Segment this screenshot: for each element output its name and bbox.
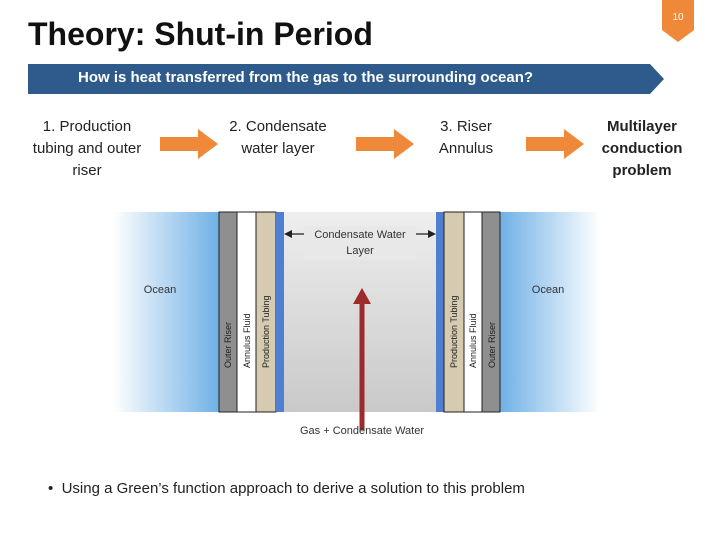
step-4-label: Multilayer conduction problem xyxy=(601,118,683,179)
layer-label-right: Annulus Fluid xyxy=(468,313,478,368)
right-arrow-icon xyxy=(356,128,414,160)
question-banner: How is heat transferred from the gas to … xyxy=(28,64,664,94)
banner-question: How is heat transferred from the gas to … xyxy=(78,69,534,86)
page-number-badge: 10 xyxy=(662,0,694,42)
annulus-fluid-left xyxy=(236,211,257,413)
arrow-left-icon xyxy=(284,230,292,238)
annulus-fluid-right xyxy=(463,211,483,413)
bullet-item: • Using a Green’s function approach to d… xyxy=(48,480,525,497)
outer-riser-left xyxy=(218,211,238,413)
outer-riser-right xyxy=(481,211,501,413)
condensate-layer-label: Condensate Water Layer xyxy=(314,229,406,257)
layer-label-left: Annulus Fluid xyxy=(242,313,252,368)
bullet-text: Using a Green’s function approach to der… xyxy=(61,480,525,497)
step-2-label: 2. Condensate water layer xyxy=(229,118,327,157)
condensate-film-right xyxy=(436,212,444,412)
condensate-film-left xyxy=(276,212,284,412)
layer-label-right: Outer Riser xyxy=(487,322,497,368)
layer-label-left: Production Tubing xyxy=(261,295,271,368)
condensate-label-bg xyxy=(304,226,416,260)
bullet-dot: • xyxy=(48,480,62,497)
up-arrow-icon xyxy=(353,288,371,304)
arrow-right-icon xyxy=(428,230,436,238)
step-3-label: 3. Riser Annulus xyxy=(438,118,494,157)
ocean-left-label: Ocean xyxy=(143,284,177,296)
layer-label-left: Outer Riser xyxy=(223,322,233,368)
ocean-left-region xyxy=(113,212,219,412)
right-arrow-icon xyxy=(526,128,584,160)
step-1-label: 1. Production tubing and outer riser xyxy=(32,118,142,179)
gas-label: Gas + Condensate Water xyxy=(299,425,425,437)
ocean-right-region xyxy=(500,212,600,412)
right-arrow-icon xyxy=(160,128,218,160)
ocean-right-label: Ocean xyxy=(531,284,565,296)
page-title: Theory: Shut-in Period xyxy=(28,16,373,52)
layer-label-right: Production Tubing xyxy=(449,295,459,368)
page-number: 10 xyxy=(672,12,684,23)
